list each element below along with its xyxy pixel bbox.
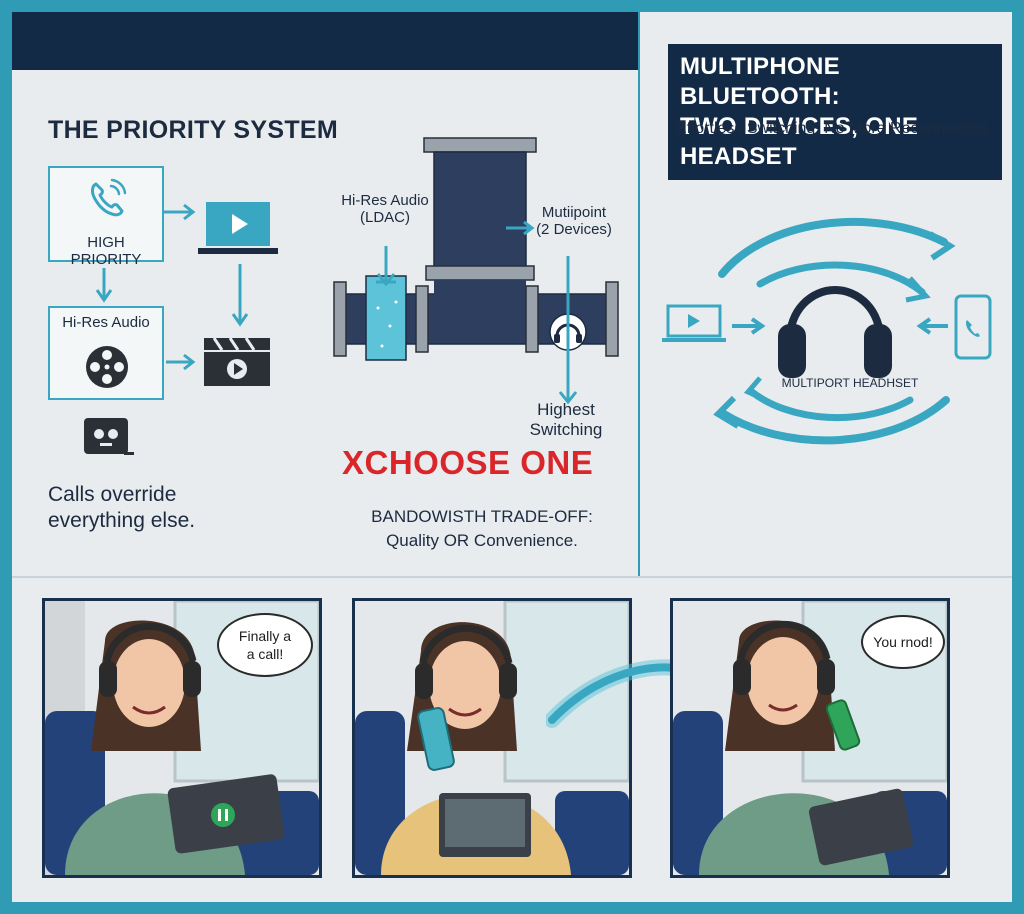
arrow-right-icon xyxy=(164,203,196,221)
bandwidth-pipe-diagram xyxy=(333,137,619,405)
clapperboard-video-icon xyxy=(204,337,270,386)
title-line: MULTIPHONE BLUETOOTH: xyxy=(680,53,840,110)
laptop-video-icon xyxy=(198,202,278,254)
label-line: (LDAC) xyxy=(359,209,410,226)
comic-panel-1: Finally a a call! xyxy=(42,598,322,878)
tradeoff-line: BANDOWISTH TRADE-OFF: xyxy=(371,507,593,526)
top-header-bar xyxy=(12,12,640,70)
multipoint-switching-diagram xyxy=(662,217,992,445)
speech-bubble: You rnod! xyxy=(861,615,945,669)
arrow-down-icon xyxy=(95,268,113,303)
arrow-down-icon xyxy=(231,264,249,327)
high-priority-label: HIGH PRIORITY xyxy=(70,234,142,268)
label-line: Hi-Res Audio xyxy=(341,192,429,209)
multiphone-title-box: MULTIPHONE BLUETOOTH: TWO DEVICES, ONE H… xyxy=(668,44,1002,180)
bubble-line: a call! xyxy=(246,646,284,662)
phone-call-icon xyxy=(91,178,127,217)
horizontal-divider xyxy=(12,576,1012,578)
title-line: TWO DEVICES, ONE HEADSET xyxy=(680,113,919,170)
hires-audio-box: Hi-Res Audio xyxy=(48,306,164,400)
hires-ldac-label: Hi-Res Audio (LDAC) xyxy=(330,192,440,226)
label-line: Mutiipoint xyxy=(541,204,607,221)
woman-phone-laptop-illustration xyxy=(355,601,629,875)
hires-audio-box-label: Hi-Res Audio xyxy=(62,314,150,331)
choose-one-warning: XCHOOSE ONE xyxy=(342,444,594,481)
woman-tablet-illustration xyxy=(45,601,319,875)
vertical-divider xyxy=(638,12,640,576)
multiphone-subtitle: Effortless Switching. No More Reconnecti… xyxy=(676,120,993,137)
infographic-frame: THE PRIORITY SYSTEM HIGH PRIORITY Hi-Res… xyxy=(12,12,1012,902)
high-priority-box: HIGH PRIORITY xyxy=(48,166,164,268)
calls-override-caption: Calls override everything else. xyxy=(48,482,248,534)
speech-bubble: Finally a a call! xyxy=(217,613,313,677)
bandwidth-tradeoff-text: BANDOWISTH TRADE-OFF: Quality OR Conveni… xyxy=(367,505,597,553)
speaker-device-icon xyxy=(84,418,134,455)
priority-system-title: THE PRIORITY SYSTEM xyxy=(48,116,339,144)
label-line: (2 Devices) xyxy=(536,221,612,238)
arrow-right-icon xyxy=(166,353,196,371)
caption-line: Calls override xyxy=(48,483,177,506)
comic-panel-2 xyxy=(352,598,632,878)
bubble-line: Finally a xyxy=(238,628,292,644)
label-line: Switching xyxy=(529,420,603,439)
multipoint-label: Mutiipoint (2 Devices) xyxy=(524,204,624,238)
tradeoff-line: Quality OR Convenience. xyxy=(386,531,578,550)
comic-panel-3: You rnod! xyxy=(670,598,950,878)
caption-line: everything else. xyxy=(48,509,196,532)
label-line: Highest xyxy=(537,400,595,419)
film-reel-icon xyxy=(86,346,128,388)
highest-switching-label: Highest Switching xyxy=(516,400,616,440)
multiport-headset-label: MULTIPORT HEADHSET xyxy=(781,376,919,390)
